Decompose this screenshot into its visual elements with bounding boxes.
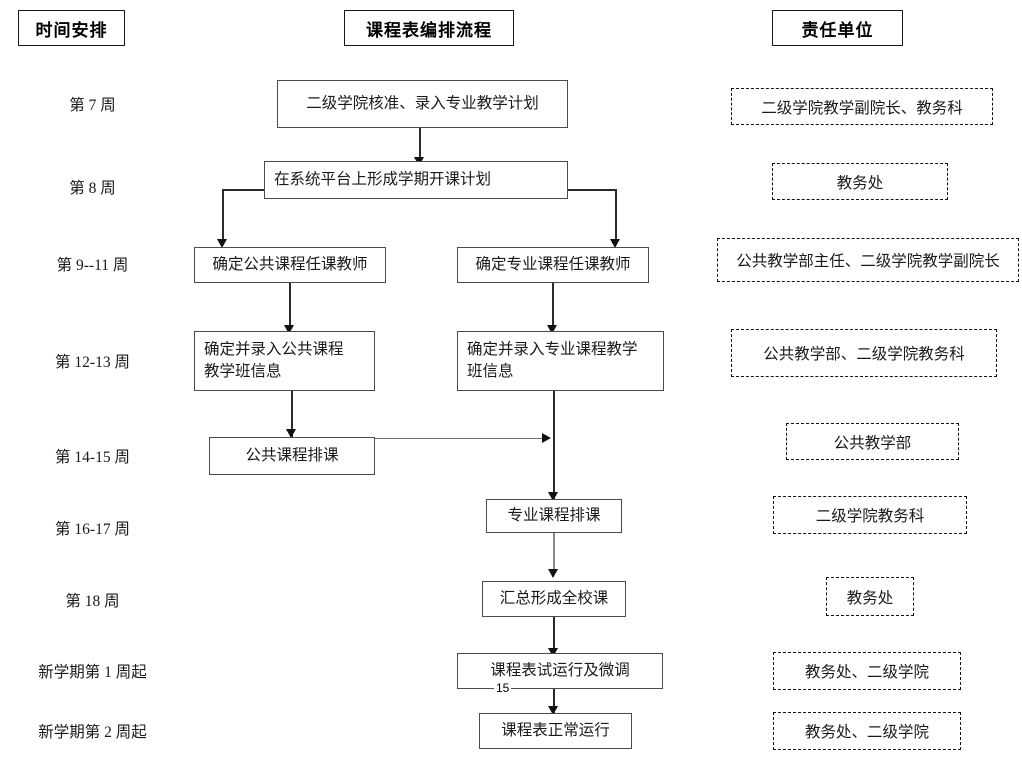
responsibility-label-8: 教务处、二级学院 bbox=[804, 664, 929, 681]
responsibility-label-7: 教务处 bbox=[846, 589, 894, 607]
arrowhead-major-teacher-to-class-info bbox=[547, 325, 557, 334]
process-label-major-teacher: 确定专业课程任课教师 bbox=[475, 255, 631, 273]
responsibility-box-1[interactable]: 二级学院教学副院长、教务科 bbox=[731, 88, 993, 125]
header-box-flow: 课程表编排流程 bbox=[344, 10, 514, 46]
connector-approve-to-platform bbox=[419, 128, 421, 159]
page-number: 15 bbox=[494, 681, 512, 695]
responsibility-label-5: 公共教学部 bbox=[833, 434, 912, 452]
arrowhead-platform-to-public-teacher bbox=[217, 239, 227, 248]
connector-major-teacher-to-class-info bbox=[552, 281, 554, 327]
time-label-week-16-17: 第 16-17 周 bbox=[0, 517, 185, 539]
responsibility-box-4[interactable]: 公共教学部、二级学院教务科 bbox=[731, 329, 997, 377]
time-label-week-12-13: 第 12-13 周 bbox=[0, 350, 185, 372]
process-label-platform-plan: 在系统平台上形成学期开课计划 bbox=[274, 170, 492, 188]
responsibility-label-4: 公共教学部、二级学院教务科 bbox=[763, 346, 965, 363]
time-label-week-8: 第 8 周 bbox=[0, 176, 185, 198]
time-label-new-term-week-1: 新学期第 1 周起 bbox=[0, 660, 185, 682]
arrowhead-major-info-to-schedule bbox=[548, 492, 558, 501]
responsibility-box-6[interactable]: 二级学院教务科 bbox=[773, 496, 967, 534]
responsibility-box-7[interactable]: 教务处 bbox=[826, 577, 914, 616]
time-label-text: 第 7 周 bbox=[69, 97, 116, 114]
header-box-time-schedule: 时间安排 bbox=[18, 10, 125, 46]
time-label-text: 新学期第 1 周起 bbox=[38, 664, 147, 681]
responsibility-box-8[interactable]: 教务处、二级学院 bbox=[773, 652, 961, 690]
connector-public-schedule-merge bbox=[375, 438, 543, 440]
time-label-text: 第 12-13 周 bbox=[55, 354, 130, 371]
process-label-major-class-info-line1: 确定并录入专业课程教学 bbox=[467, 340, 638, 358]
process-label-trial-run: 课程表试运行及微调 bbox=[490, 661, 630, 679]
time-label-text: 第 16-17 周 bbox=[55, 521, 130, 538]
process-label-summarize: 汇总形成全校课 bbox=[499, 589, 609, 607]
process-box-normal-run[interactable]: 课程表正常运行 bbox=[479, 713, 632, 749]
process-box-approve-plan[interactable]: 二级学院核准、录入专业教学计划 bbox=[277, 80, 568, 128]
header-box-responsible-unit: 责任单位 bbox=[772, 10, 903, 46]
time-label-text: 新学期第 2 周起 bbox=[38, 724, 147, 741]
arrowhead-public-teacher-to-class-info bbox=[284, 325, 294, 334]
responsibility-box-3[interactable]: 公共教学部主任、二级学院教学副院长 bbox=[717, 238, 1019, 282]
process-label-public-schedule: 公共课程排课 bbox=[245, 446, 339, 464]
process-label-major-schedule: 专业课程排课 bbox=[507, 506, 601, 524]
responsibility-label-3: 公共教学部主任、二级学院教学副院长 bbox=[736, 253, 1000, 270]
time-label-text: 第 9--11 周 bbox=[56, 257, 129, 274]
process-box-public-schedule[interactable]: 公共课程排课 bbox=[209, 437, 375, 475]
connector-platform-right-stub bbox=[567, 189, 617, 191]
arrowhead-trial-to-normal bbox=[548, 706, 558, 715]
time-label-text: 第 14-15 周 bbox=[55, 449, 130, 466]
arrowhead-public-info-to-schedule bbox=[286, 429, 296, 438]
time-label-week-7: 第 7 周 bbox=[0, 93, 185, 115]
connector-trial-to-normal bbox=[553, 689, 555, 713]
time-label-week-14-15: 第 14-15 周 bbox=[0, 445, 185, 467]
responsibility-box-5[interactable]: 公共教学部 bbox=[786, 423, 959, 460]
page-number-text: 15 bbox=[496, 681, 510, 695]
arrowhead-major-schedule-to-summarize bbox=[548, 569, 558, 578]
arrowhead-public-schedule-merge bbox=[542, 433, 551, 443]
process-label-major-class-info-line2: 班信息 bbox=[467, 363, 514, 380]
header-label-responsible-unit: 责任单位 bbox=[801, 20, 874, 40]
time-label-text: 第 18 周 bbox=[65, 593, 120, 610]
process-box-summarize[interactable]: 汇总形成全校课 bbox=[482, 581, 626, 617]
responsibility-box-2[interactable]: 教务处 bbox=[772, 163, 948, 200]
process-box-platform-plan[interactable]: 在系统平台上形成学期开课计划 bbox=[264, 161, 568, 199]
connector-public-info-to-schedule bbox=[291, 391, 293, 437]
process-label-public-class-info-line1: 确定并录入公共课程 bbox=[204, 340, 344, 358]
arrowhead-platform-to-major-teacher bbox=[610, 239, 620, 248]
process-label-approve-plan: 二级学院核准、录入专业教学计划 bbox=[306, 94, 539, 112]
process-box-public-teacher[interactable]: 确定公共课程任课教师 bbox=[194, 247, 386, 283]
responsibility-label-6: 二级学院教务科 bbox=[815, 508, 925, 525]
connector-platform-left-branch bbox=[222, 189, 224, 241]
connector-major-schedule-to-summarize bbox=[553, 533, 555, 573]
process-label-public-teacher: 确定公共课程任课教师 bbox=[212, 255, 368, 273]
connector-major-info-to-schedule bbox=[553, 391, 555, 501]
responsibility-label-2: 教务处 bbox=[836, 174, 884, 192]
responsibility-label-9: 教务处、二级学院 bbox=[804, 724, 929, 741]
connector-platform-left-stub bbox=[222, 189, 266, 191]
process-label-normal-run: 课程表正常运行 bbox=[501, 721, 610, 739]
process-box-major-schedule[interactable]: 专业课程排课 bbox=[486, 499, 622, 533]
connector-summarize-to-trial bbox=[553, 617, 555, 652]
responsibility-label-1: 二级学院教学副院长、教务科 bbox=[761, 99, 963, 117]
time-label-week-18: 第 18 周 bbox=[0, 589, 185, 611]
time-label-text: 第 8 周 bbox=[69, 180, 116, 197]
responsibility-box-9[interactable]: 教务处、二级学院 bbox=[773, 712, 961, 750]
process-box-major-class-info[interactable]: 确定并录入专业课程教学 班信息 bbox=[457, 331, 664, 391]
process-label-public-class-info-line2: 教学班信息 bbox=[204, 363, 282, 380]
arrowhead-summarize-to-trial bbox=[548, 648, 558, 657]
time-label-new-term-week-2: 新学期第 2 周起 bbox=[0, 720, 185, 742]
time-label-week-9-11: 第 9--11 周 bbox=[0, 253, 185, 275]
process-box-trial-run[interactable]: 课程表试运行及微调 bbox=[457, 653, 663, 689]
process-box-public-class-info[interactable]: 确定并录入公共课程 教学班信息 bbox=[194, 331, 375, 391]
connector-platform-right-branch bbox=[615, 189, 617, 241]
header-label-flow: 课程表编排流程 bbox=[366, 20, 492, 40]
connector-public-teacher-to-class-info bbox=[289, 281, 291, 327]
process-box-major-teacher[interactable]: 确定专业课程任课教师 bbox=[457, 247, 649, 283]
header-label-time-schedule: 时间安排 bbox=[35, 20, 108, 40]
